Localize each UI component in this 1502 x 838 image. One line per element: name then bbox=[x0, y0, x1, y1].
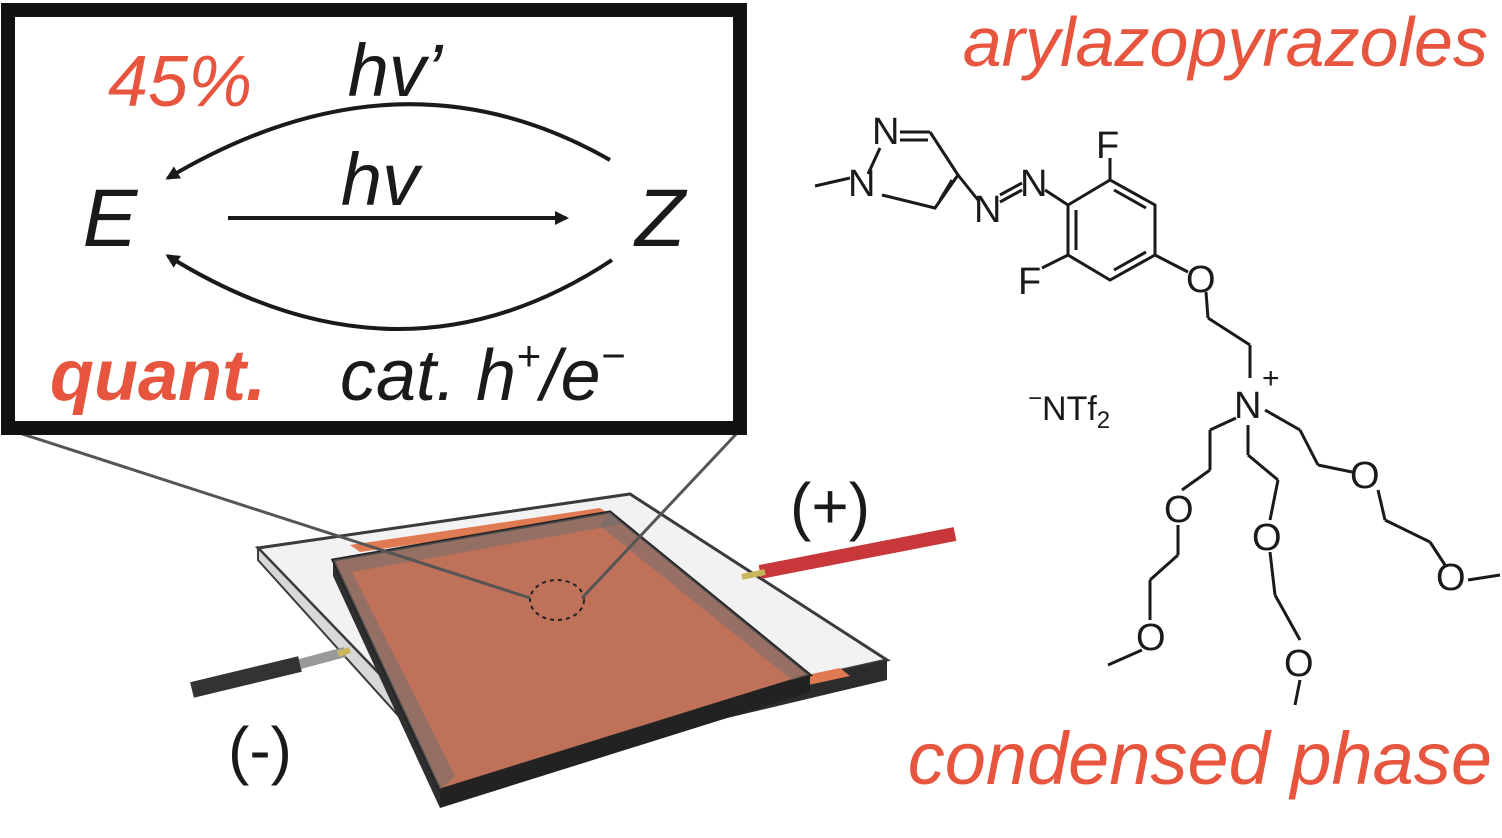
atom-n-azo1: N bbox=[974, 189, 1001, 231]
reverse-photo-arrow bbox=[165, 102, 611, 180]
anode-wire bbox=[758, 527, 957, 579]
cathode-wire-contact bbox=[337, 647, 351, 657]
zoom-line-left bbox=[9, 428, 531, 600]
molecule-structure: arylazopyrazoles bbox=[814, 3, 1501, 706]
anode-label: (+) bbox=[790, 470, 870, 542]
atom-n2: N bbox=[872, 111, 899, 153]
anode-wire-tip bbox=[741, 569, 766, 580]
atom-o6: O bbox=[1436, 557, 1466, 599]
sample-spot bbox=[529, 579, 585, 621]
phase-label: condensed phase bbox=[908, 717, 1492, 800]
atom-o1: O bbox=[1164, 489, 1194, 531]
cathode-wire-tip bbox=[298, 647, 347, 669]
top-glass-side bbox=[333, 560, 440, 808]
reverse-catalytic-arrow bbox=[165, 254, 614, 331]
isomerization-scheme: E Z hv hv’ 45% quant. cat. h+/e− bbox=[1, 3, 747, 435]
device-illustration: (+) (-) bbox=[9, 428, 957, 808]
atom-o4: O bbox=[1284, 643, 1314, 685]
atom-n-ammonium: N bbox=[1234, 385, 1261, 427]
atom-o-ether: O bbox=[1186, 259, 1216, 301]
zoom-line-right bbox=[580, 428, 742, 600]
scheme-box bbox=[1, 3, 747, 435]
atom-f-top: F bbox=[1096, 125, 1119, 167]
cathode-wire bbox=[190, 656, 302, 698]
atom-o5: O bbox=[1350, 455, 1380, 497]
atom-n1: N bbox=[848, 163, 875, 205]
counterion: −NTf2 bbox=[1028, 385, 1110, 434]
film-back-edge bbox=[350, 508, 612, 552]
cathode-label: (-) bbox=[228, 714, 292, 786]
atom-o2: O bbox=[1136, 617, 1166, 659]
atom-n-azo2: N bbox=[1020, 163, 1047, 205]
atom-f-bottom: F bbox=[1018, 261, 1041, 303]
isomer-e: E bbox=[83, 173, 139, 264]
molecule-title: arylazopyrazoles bbox=[963, 3, 1488, 81]
film-edge-shade-right bbox=[600, 512, 810, 680]
molecule-bonds bbox=[814, 130, 1501, 706]
isomer-z: Z bbox=[633, 173, 688, 264]
forward-light-label: hv bbox=[341, 138, 423, 221]
electro-yield: quant. bbox=[50, 336, 266, 416]
atom-n-charge: + bbox=[1262, 362, 1280, 395]
atom-o3: O bbox=[1252, 517, 1282, 559]
photo-yield: 45% bbox=[108, 42, 252, 122]
top-glass-front bbox=[440, 675, 810, 808]
reverse-catalysis-label: cat. h+/e− bbox=[340, 332, 625, 416]
reverse-light-label: hv’ bbox=[348, 29, 444, 112]
film-edge-shade-left bbox=[333, 560, 455, 790]
